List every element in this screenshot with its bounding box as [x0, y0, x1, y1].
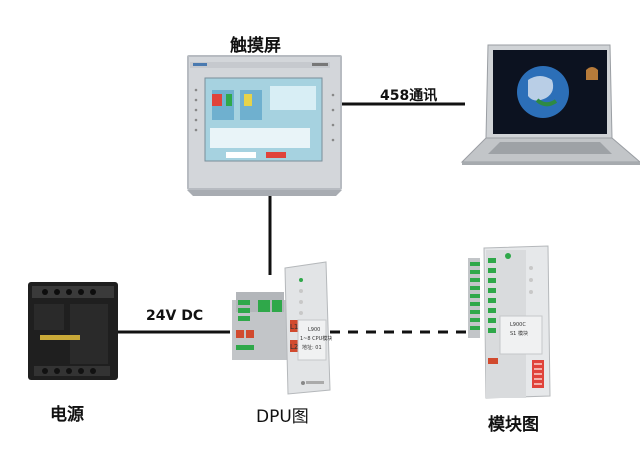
- laptop-node: [460, 44, 640, 165]
- edge-label-24v: 24V DC: [146, 308, 204, 324]
- dpu-face-l1: L1: [290, 323, 298, 331]
- power-supply-node: [28, 282, 118, 380]
- module-panel-text-0: L900C: [510, 322, 526, 328]
- module-label: 模块图: [488, 415, 539, 435]
- module-panel-text-1: S1 模块: [510, 330, 528, 337]
- io-module-node: L900C S1 模块: [468, 245, 551, 399]
- dpu-node: L1 L2 L900 1~8 CPU模块 地址: 01: [232, 261, 332, 395]
- dpu-panel-text-2: 地址: 01: [302, 344, 322, 351]
- power-label: 电源: [50, 405, 84, 425]
- dpu-face-l2: L2: [290, 343, 298, 351]
- edge-label-458: 458通讯: [380, 88, 438, 104]
- dpu-label: DPU图: [256, 407, 309, 427]
- touchscreen-label: 触摸屏: [230, 36, 281, 56]
- dpu-panel-text-1: 1~8 CPU模块: [300, 335, 332, 342]
- touchscreen-node: [187, 55, 342, 196]
- edges: [118, 102, 470, 334]
- dpu-panel-text-0: L900: [308, 327, 320, 333]
